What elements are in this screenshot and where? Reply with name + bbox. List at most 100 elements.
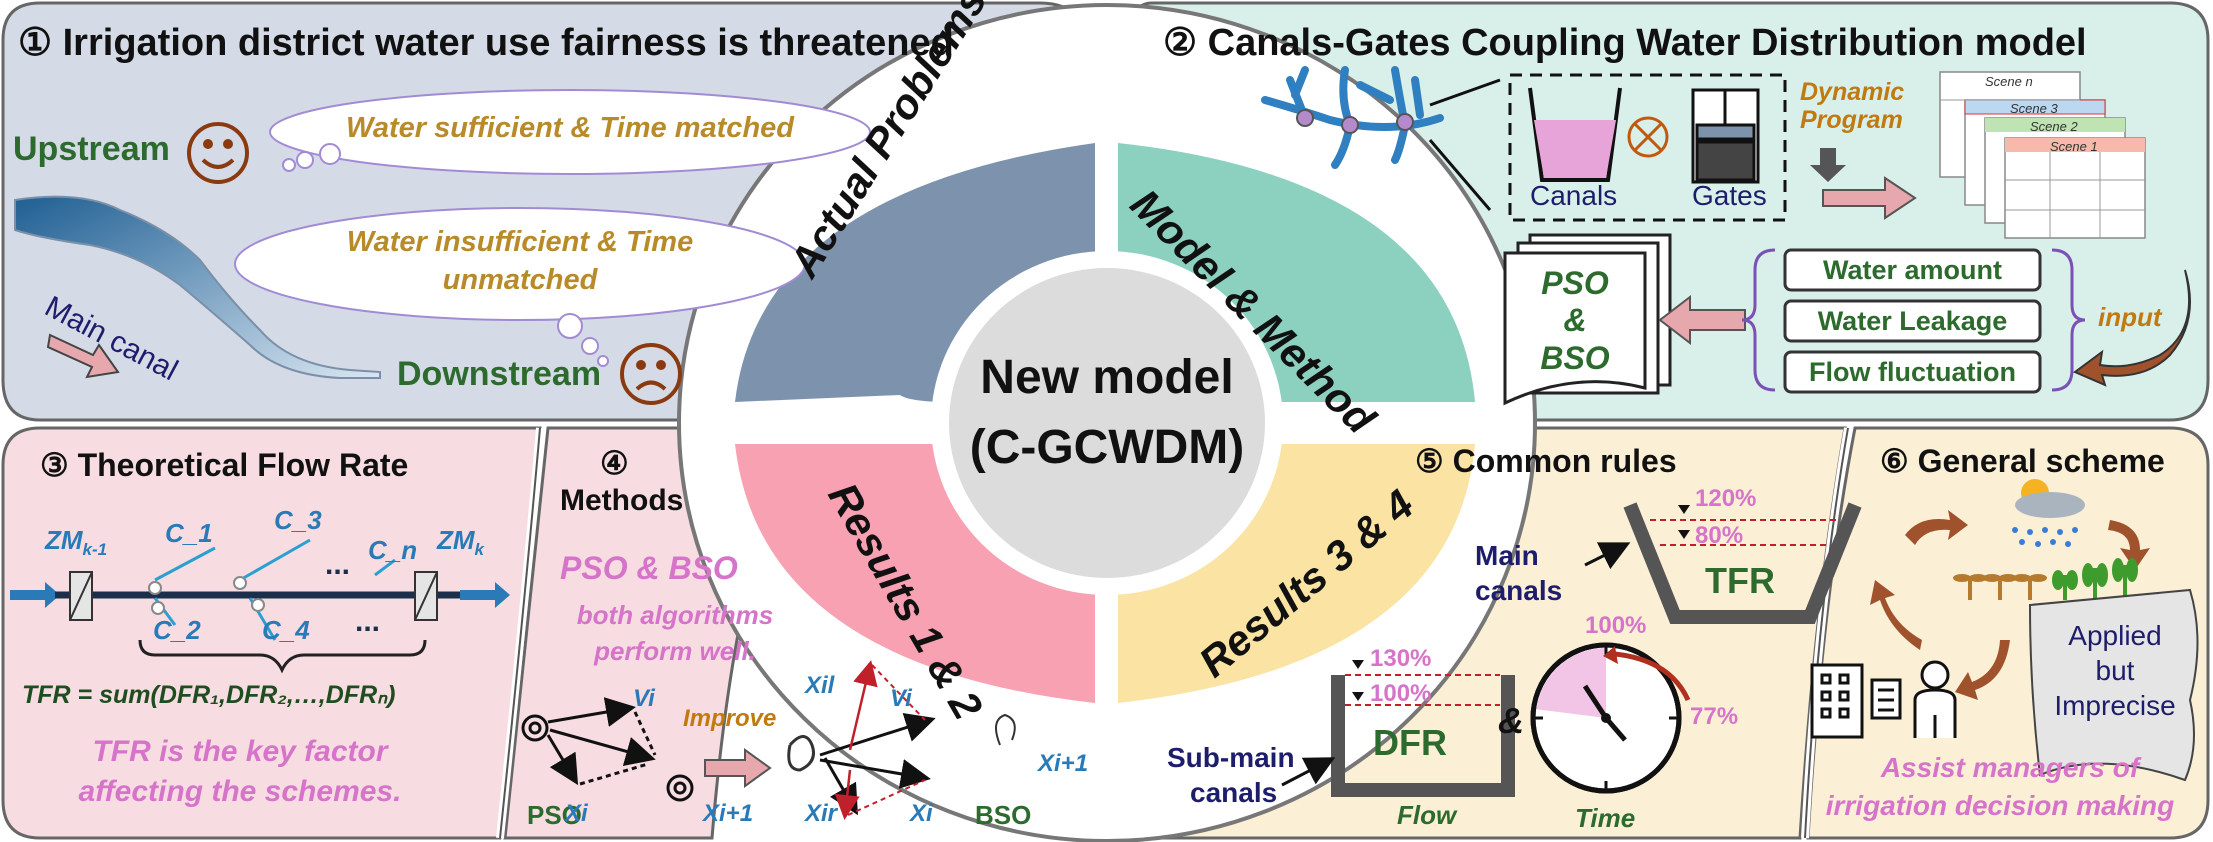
panel-4-desc-line-2: perform well. bbox=[594, 636, 756, 666]
bso-vi-label: Vi bbox=[890, 685, 912, 712]
panel-1-title: ① Irrigation district water use fairness… bbox=[18, 22, 954, 64]
bubble-bottom-line-1: Water insufficient & Time bbox=[346, 226, 694, 258]
bso-xi-label: Xi bbox=[910, 800, 933, 827]
panel-4-desc-line-1: both algorithms bbox=[576, 600, 774, 630]
panel-3-note-line-2: affecting the schemes. bbox=[78, 775, 402, 808]
input-boxes bbox=[1783, 248, 2042, 394]
bubble-top-text: Water sufficient & Time matched bbox=[345, 112, 794, 144]
tfr-formula: TFR = sum(DFR₁,DFR₂,…,DFRₙ) bbox=[22, 681, 396, 709]
person-icon bbox=[1913, 660, 1957, 738]
applied-line-3: Imprecise bbox=[2054, 690, 2176, 721]
pso-label: PSO bbox=[1541, 265, 1609, 301]
c3-label: C_3 bbox=[274, 505, 322, 535]
main-canals-line-2: canals bbox=[1475, 575, 1563, 606]
cycle-arrow-icon-1 bbox=[1905, 510, 1968, 545]
otimes-icon bbox=[1627, 116, 1669, 158]
input-flow-fluctuation: Flow fluctuation bbox=[1809, 357, 2016, 387]
bso-diagram bbox=[787, 660, 1016, 820]
pct-100-time: 100% bbox=[1585, 612, 1647, 639]
pso-bso-amp: & bbox=[1563, 302, 1587, 338]
pso-method-label: PSO bbox=[527, 800, 582, 830]
bso-xi1-label: Xi+1 bbox=[1038, 750, 1089, 777]
canals-label: Canals bbox=[1530, 180, 1618, 211]
c1-label: C_1 bbox=[165, 518, 213, 548]
panel-4-title: Methods bbox=[560, 484, 684, 517]
center-model-abbrev: (C-GCWDM) bbox=[969, 421, 1245, 474]
assist-line-2: irrigation decision making bbox=[1825, 790, 2175, 821]
panel-3-title: ③ Theoretical Flow Rate bbox=[40, 447, 409, 483]
panel-5-title: ⑤ Common rules bbox=[1415, 443, 1677, 479]
scene-1-label: Scene 1 bbox=[2050, 139, 2098, 154]
panel-4-number: ④ bbox=[600, 445, 629, 481]
clipboard-icon bbox=[1870, 678, 1902, 720]
pct-100-flow: 100% bbox=[1370, 680, 1432, 707]
panel-6-title: ⑥ General scheme bbox=[1880, 443, 2165, 479]
right-arrow-icon bbox=[1822, 176, 1917, 220]
bso-xil-label: Xil bbox=[805, 672, 835, 699]
cycle-arrow-icon-3 bbox=[1870, 580, 1922, 650]
dfr-canal-icon bbox=[1331, 660, 1515, 797]
sub-main-canals-line-2: canals bbox=[1190, 777, 1278, 808]
main-canals-line-1: Main bbox=[1475, 540, 1539, 571]
pso-diagram bbox=[521, 697, 694, 802]
bso-method-label: BSO bbox=[975, 800, 1032, 830]
improve-label: Improve bbox=[683, 705, 777, 732]
input-label: input bbox=[2098, 302, 2162, 332]
time-label: Time bbox=[1575, 803, 1636, 833]
dfr-label: DFR bbox=[1373, 722, 1447, 763]
river-illustration bbox=[14, 195, 381, 379]
down-arrow-icon bbox=[1810, 148, 1846, 182]
downstream-label: Downstream bbox=[397, 355, 602, 393]
input-water-leakage: Water Leakage bbox=[1817, 306, 2008, 336]
flow-line-diagram bbox=[10, 538, 510, 674]
dynamic-label-line-1: Dynamic bbox=[1800, 78, 1905, 106]
cycle-arrow-icon-4 bbox=[1955, 640, 2010, 700]
building-icon bbox=[1810, 663, 1864, 739]
pso-xi1-label: Xi+1 bbox=[703, 800, 754, 827]
tfr-canal-icon bbox=[1623, 502, 1862, 624]
ellipsis-top: ... bbox=[325, 548, 351, 581]
assist-line-1: Assist managers of bbox=[1880, 752, 2140, 783]
curved-arrow-icon bbox=[2073, 269, 2191, 387]
cycle-arrow-icon-2 bbox=[2108, 520, 2150, 570]
c4-label: C_4 bbox=[262, 615, 310, 645]
applied-line-1: Applied bbox=[2068, 620, 2162, 651]
sub-main-canals-line-1: Sub-main bbox=[1167, 742, 1295, 773]
weather-cloud-icon bbox=[2012, 479, 2085, 547]
upstream-label: Upstream bbox=[13, 130, 170, 168]
document-stack-icon bbox=[1503, 233, 1672, 406]
cn-label: C_n bbox=[368, 535, 418, 565]
pso-vi-label: Vi bbox=[633, 685, 655, 712]
pct-120: 120% bbox=[1695, 485, 1757, 512]
panel-3-note-line-1: TFR is the key factor bbox=[92, 735, 388, 768]
bso-xir-label: Xir bbox=[805, 800, 838, 827]
clock-icon bbox=[1530, 642, 1691, 794]
c2-label: C_2 bbox=[153, 615, 201, 645]
center-model-name: New model bbox=[980, 351, 1234, 404]
smiley-face-icon bbox=[187, 122, 249, 184]
bso-label: BSO bbox=[1540, 340, 1610, 376]
flow-label: Flow bbox=[1397, 800, 1457, 830]
sad-face-icon bbox=[620, 343, 682, 405]
gate-icon bbox=[1691, 88, 1760, 184]
tfr-label: TFR bbox=[1705, 560, 1775, 601]
pso-bso-heading: PSO & BSO bbox=[560, 550, 738, 586]
input-brackets bbox=[1741, 248, 2086, 392]
main-canal-arrow bbox=[46, 333, 120, 379]
dynamic-label-line-2: Program bbox=[1800, 106, 1903, 134]
ellipsis-bottom: ... bbox=[355, 605, 381, 638]
scene-3-label: Scene 3 bbox=[2010, 101, 2058, 116]
left-arrow-icon bbox=[1658, 294, 1746, 346]
pct-80: 80% bbox=[1695, 522, 1744, 549]
crop-row-icon bbox=[1953, 558, 2138, 600]
gates-label: Gates bbox=[1692, 180, 1767, 211]
pso-xi-label: Xi bbox=[565, 800, 588, 827]
zm-left-label: ZMk-1 bbox=[45, 525, 108, 560]
scene-n-label: Scene n bbox=[1985, 74, 2033, 89]
zm-right-label: ZMk bbox=[437, 525, 485, 560]
bubble-bottom-line-2: unmatched bbox=[442, 264, 598, 296]
scroll-icon bbox=[2028, 588, 2199, 782]
ampersand: & bbox=[1498, 700, 1524, 741]
